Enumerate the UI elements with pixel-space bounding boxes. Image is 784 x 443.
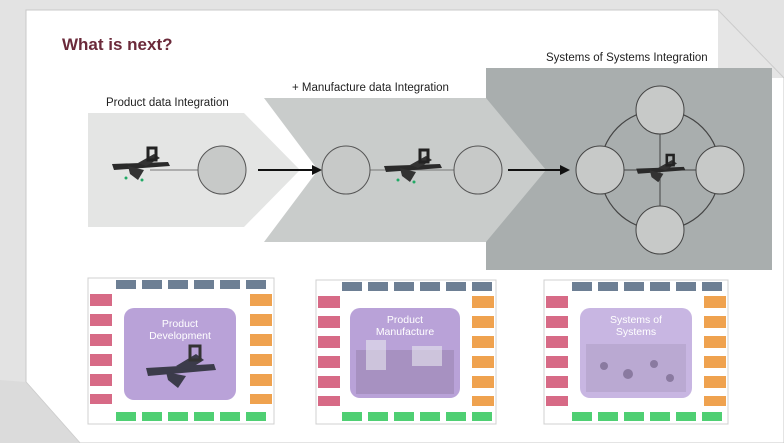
thumbnail-systems-of-systems [543,279,729,425]
stage1-node [197,145,247,195]
stage2-label: + Manufacture data Integration [292,82,449,94]
thumbnail-label-line1: Product [161,318,199,330]
thumbnail-label-line2: Manufacture [375,326,435,338]
thumbnail-product-development [87,277,275,425]
thumbnail-label-line1: Product [386,314,424,326]
stage2-node-left [321,145,371,195]
arrow-icon [560,165,570,175]
aircraft-icon [384,148,442,184]
stage3-label: Systems of Systems Integration [546,52,708,64]
aircraft-icon [636,153,686,183]
stage3-node-right [695,145,745,195]
thumbnail-product-manufacture [315,279,497,425]
page-title: What is next? [62,35,173,54]
stage3-node-top [635,85,685,135]
stage2-node-right [453,145,503,195]
thumbnail-label-1: Product Development [124,318,236,342]
thumbnail-label-2: Product Manufacture [350,314,460,338]
thumbnail-label-line2: Development [149,330,211,342]
aircraft-icon [112,146,170,182]
thumbnail-label-line2: Systems [615,326,657,338]
stage3-node-left [575,145,625,195]
stage1-label: Product data Integration [106,97,229,109]
stage3-node-bottom [635,205,685,255]
arrow-icon [312,165,322,175]
thumbnail-label-3: Systems of Systems [580,314,692,338]
thumbnail-label-line1: Systems of [610,314,662,326]
